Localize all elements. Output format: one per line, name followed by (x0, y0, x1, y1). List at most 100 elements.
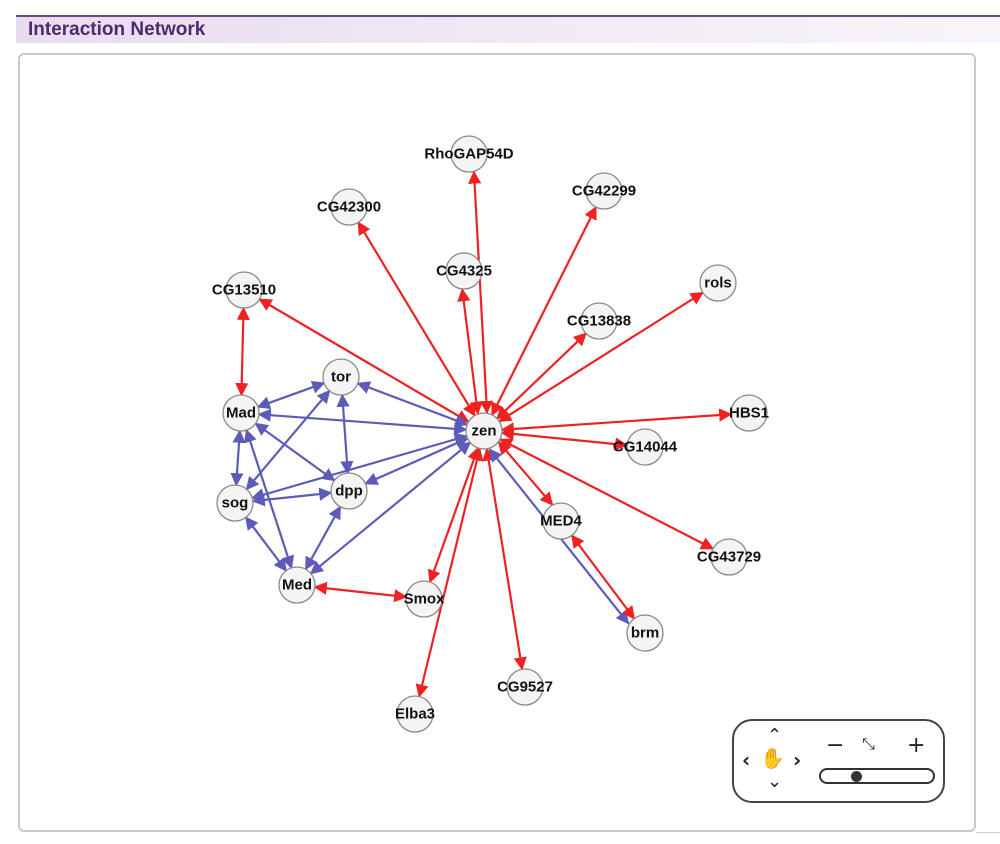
node-circle[interactable] (216, 484, 254, 522)
edge-zen-CG13838[interactable] (496, 332, 587, 420)
edge-zen-Med[interactable] (309, 441, 472, 575)
edge-sog-dpp[interactable] (251, 487, 333, 507)
node-CG13838[interactable]: CG13838 (567, 302, 631, 340)
node-circle[interactable] (465, 412, 503, 450)
node-circle[interactable] (278, 566, 316, 604)
navigation-control[interactable]: ⌃ ‹ ✋ › ⌄ − ⤡ + (732, 719, 945, 803)
fit-arrows-icon[interactable]: ⤡ (862, 734, 875, 753)
node-label: zen (471, 423, 496, 440)
edge-zen-CG42299[interactable] (491, 205, 597, 417)
node-circle[interactable] (222, 394, 260, 432)
node-circle[interactable] (699, 264, 737, 302)
node-label: brm (631, 625, 659, 642)
node-label: CG13838 (567, 313, 631, 330)
zoom-in-button[interactable]: + (907, 733, 926, 758)
node-brm[interactable]: brm (626, 614, 664, 652)
node-label: HBS1 (729, 405, 769, 422)
pan-up-icon[interactable]: ⌃ (767, 725, 783, 746)
pan-left-icon[interactable]: ‹ (742, 748, 751, 772)
node-circle[interactable] (626, 614, 664, 652)
zoom-out-button[interactable]: − (826, 733, 845, 758)
edge-zen-CG43729[interactable] (498, 438, 715, 550)
node-MED4[interactable]: MED4 (540, 502, 582, 540)
node-dpp[interactable]: dpp (330, 472, 368, 510)
node-circle[interactable] (396, 695, 434, 733)
node-circle[interactable] (506, 668, 544, 706)
node-RhoGAP54D[interactable]: RhoGAP54D (424, 135, 514, 173)
edge-MED4-brm[interactable] (570, 534, 636, 620)
node-label: Med (282, 577, 312, 594)
node-circle[interactable] (330, 472, 368, 510)
node-label: CG42300 (317, 199, 381, 216)
node-CG43729[interactable]: CG43729 (697, 538, 761, 576)
edge-zen-CG14044[interactable] (500, 427, 629, 451)
edge-layer (230, 170, 733, 698)
node-label: Mad (226, 405, 256, 422)
edge-zen-RhoGAP54D[interactable] (468, 170, 493, 415)
node-label: RhoGAP54D (424, 146, 513, 163)
node-circle[interactable] (405, 580, 443, 618)
header-rule (16, 15, 1000, 17)
zoom-slider-thumb[interactable] (851, 771, 862, 782)
node-HBS1[interactable]: HBS1 (729, 394, 769, 432)
edge-zen-Elba3[interactable] (415, 447, 484, 698)
node-CG9527[interactable]: CG9527 (497, 668, 553, 706)
edge-zen-Smox[interactable] (427, 446, 481, 584)
pan-down-icon[interactable]: ⌄ (767, 771, 783, 792)
edge-zen-CG13510[interactable] (258, 298, 470, 423)
zoom-slider[interactable] (819, 768, 935, 784)
edge-zen-HBS1[interactable] (500, 408, 733, 436)
edge-tor-dpp[interactable] (336, 393, 354, 475)
hand-pan-icon[interactable]: ✋ (760, 746, 785, 770)
node-circle[interactable] (585, 172, 623, 210)
node-label: CG13510 (212, 282, 276, 299)
edge-sog-Med[interactable] (244, 516, 288, 572)
node-circle[interactable] (710, 538, 748, 576)
node-CG13510[interactable]: CG13510 (212, 271, 276, 309)
node-CG4325[interactable]: CG4325 (436, 252, 492, 290)
node-label: Smox (404, 591, 446, 608)
node-label: rols (704, 275, 732, 292)
node-Mad[interactable]: Mad (222, 394, 260, 432)
node-rols[interactable]: rols (699, 264, 737, 302)
section-title: Interaction Network (28, 19, 206, 40)
pan-right-icon[interactable]: › (793, 748, 802, 772)
node-circle[interactable] (225, 271, 263, 309)
node-circle[interactable] (580, 302, 618, 340)
node-circle[interactable] (730, 394, 768, 432)
node-layer: zenRhoGAP54DCG42299CG42300CG4325rolsCG13… (212, 135, 769, 733)
node-circle[interactable] (322, 358, 360, 396)
node-CG14044[interactable]: CG14044 (613, 428, 678, 466)
edge-CG13510-Mad[interactable] (235, 306, 250, 397)
node-label: CG43729 (697, 549, 761, 566)
node-label: MED4 (540, 513, 582, 530)
node-label: CG4325 (436, 263, 492, 280)
node-circle[interactable] (626, 428, 664, 466)
node-label: CG14044 (613, 439, 678, 456)
node-circle[interactable] (330, 188, 368, 226)
node-sog[interactable]: sog (216, 484, 254, 522)
node-circle[interactable] (445, 252, 483, 290)
node-circle[interactable] (542, 502, 580, 540)
node-CG42299[interactable]: CG42299 (572, 172, 636, 210)
node-tor[interactable]: tor (322, 358, 360, 396)
node-label: tor (331, 369, 351, 386)
node-label: sog (222, 495, 249, 512)
edge-dpp-Med[interactable] (304, 505, 342, 571)
edge-zen-Mad[interactable] (257, 408, 468, 436)
node-zen[interactable]: zen (465, 412, 503, 450)
edge-Med-Smox[interactable] (313, 581, 408, 603)
divider (976, 832, 1000, 833)
node-CG42300[interactable]: CG42300 (317, 188, 381, 226)
node-Med[interactable]: Med (278, 566, 316, 604)
edge-Mad-sog[interactable] (230, 429, 246, 487)
node-label: CG42299 (572, 183, 636, 200)
node-Smox[interactable]: Smox (404, 580, 446, 618)
node-Elba3[interactable]: Elba3 (395, 695, 435, 733)
edge-tor-Mad[interactable] (256, 380, 326, 410)
edge-zen-CG42300[interactable] (357, 221, 476, 417)
edge-zen-CG4325[interactable] (457, 288, 483, 415)
section-header: Interaction Network (16, 17, 1000, 43)
node-circle[interactable] (450, 135, 488, 173)
